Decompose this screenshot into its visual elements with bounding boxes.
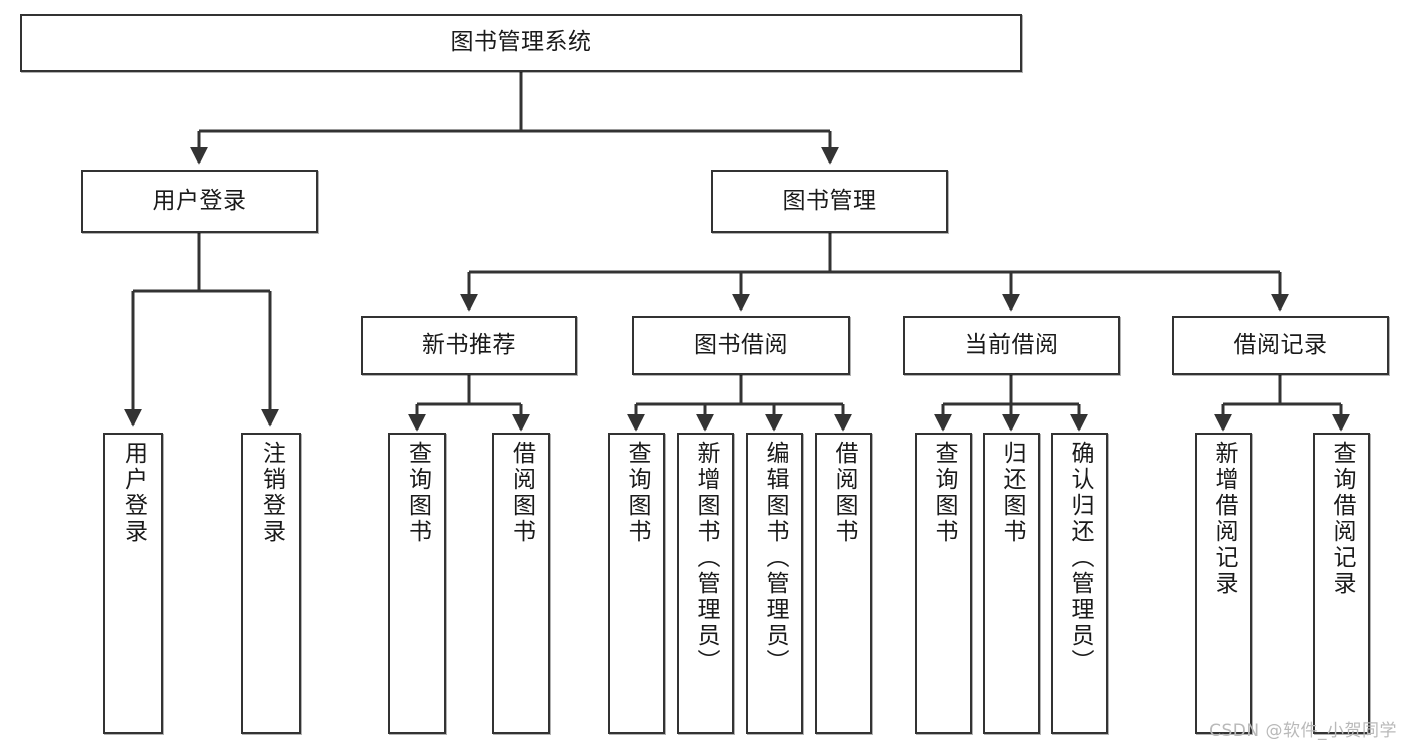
- node-leaf-add-record[interactable]: 新增借阅记录: [1195, 433, 1252, 734]
- node-leaf-borrow-book-1-label: 借阅图书: [508, 441, 535, 545]
- node-current-borrow-label: 当前借阅: [964, 331, 1059, 358]
- node-leaf-query-book-3[interactable]: 查询图书: [915, 433, 972, 734]
- node-leaf-add-book-label: 新增图书（管理员）: [693, 441, 719, 675]
- node-book-borrow-label: 图书借阅: [694, 331, 788, 358]
- node-leaf-query-record[interactable]: 查询借阅记录: [1313, 433, 1370, 734]
- node-user-login[interactable]: 用户登录: [81, 170, 318, 233]
- node-leaf-user-login[interactable]: 用户登录: [103, 433, 163, 734]
- node-leaf-confirm-return-label: 确认归还（管理员）: [1067, 441, 1093, 675]
- node-new-book-recommend-label: 新书推荐: [422, 331, 516, 358]
- node-leaf-add-record-label: 新增借阅记录: [1211, 441, 1237, 597]
- node-leaf-return-book-label: 归还图书: [999, 441, 1025, 545]
- node-leaf-edit-book[interactable]: 编辑图书（管理员）: [746, 433, 803, 734]
- node-leaf-borrow-book-2[interactable]: 借阅图书: [815, 433, 872, 734]
- node-leaf-borrow-book-1[interactable]: 借阅图书: [492, 433, 550, 734]
- node-root-label: 图书管理系统: [450, 29, 592, 56]
- node-leaf-borrow-book-2-label: 借阅图书: [831, 441, 857, 545]
- node-leaf-query-record-label: 查询借阅记录: [1329, 441, 1355, 597]
- node-leaf-confirm-return[interactable]: 确认归还（管理员）: [1051, 433, 1108, 734]
- node-leaf-user-logout[interactable]: 注销登录: [241, 433, 301, 734]
- node-leaf-query-book-1[interactable]: 查询图书: [388, 433, 446, 734]
- node-book-manage[interactable]: 图书管理: [711, 170, 948, 233]
- node-leaf-add-book[interactable]: 新增图书（管理员）: [677, 433, 734, 734]
- csdn-watermark: CSDN @软件_小贺同学: [1209, 721, 1397, 741]
- node-new-book-recommend[interactable]: 新书推荐: [361, 316, 577, 375]
- node-user-login-label: 用户登录: [152, 187, 247, 214]
- node-leaf-query-book-2-label: 查询图书: [624, 441, 650, 545]
- node-leaf-query-book-3-label: 查询图书: [931, 441, 957, 545]
- node-leaf-query-book-1-label: 查询图书: [404, 441, 431, 545]
- node-leaf-user-logout-label: 注销登录: [258, 441, 285, 545]
- node-book-borrow[interactable]: 图书借阅: [632, 316, 850, 375]
- node-current-borrow[interactable]: 当前借阅: [903, 316, 1120, 375]
- node-borrow-record[interactable]: 借阅记录: [1172, 316, 1389, 375]
- node-leaf-return-book[interactable]: 归还图书: [983, 433, 1040, 734]
- node-root[interactable]: 图书管理系统: [20, 14, 1022, 72]
- node-leaf-query-book-2[interactable]: 查询图书: [608, 433, 665, 734]
- node-leaf-user-login-label: 用户登录: [120, 441, 147, 545]
- node-leaf-edit-book-label: 编辑图书（管理员）: [762, 441, 788, 675]
- node-book-manage-label: 图书管理: [782, 187, 877, 214]
- node-borrow-record-label: 借阅记录: [1233, 331, 1328, 358]
